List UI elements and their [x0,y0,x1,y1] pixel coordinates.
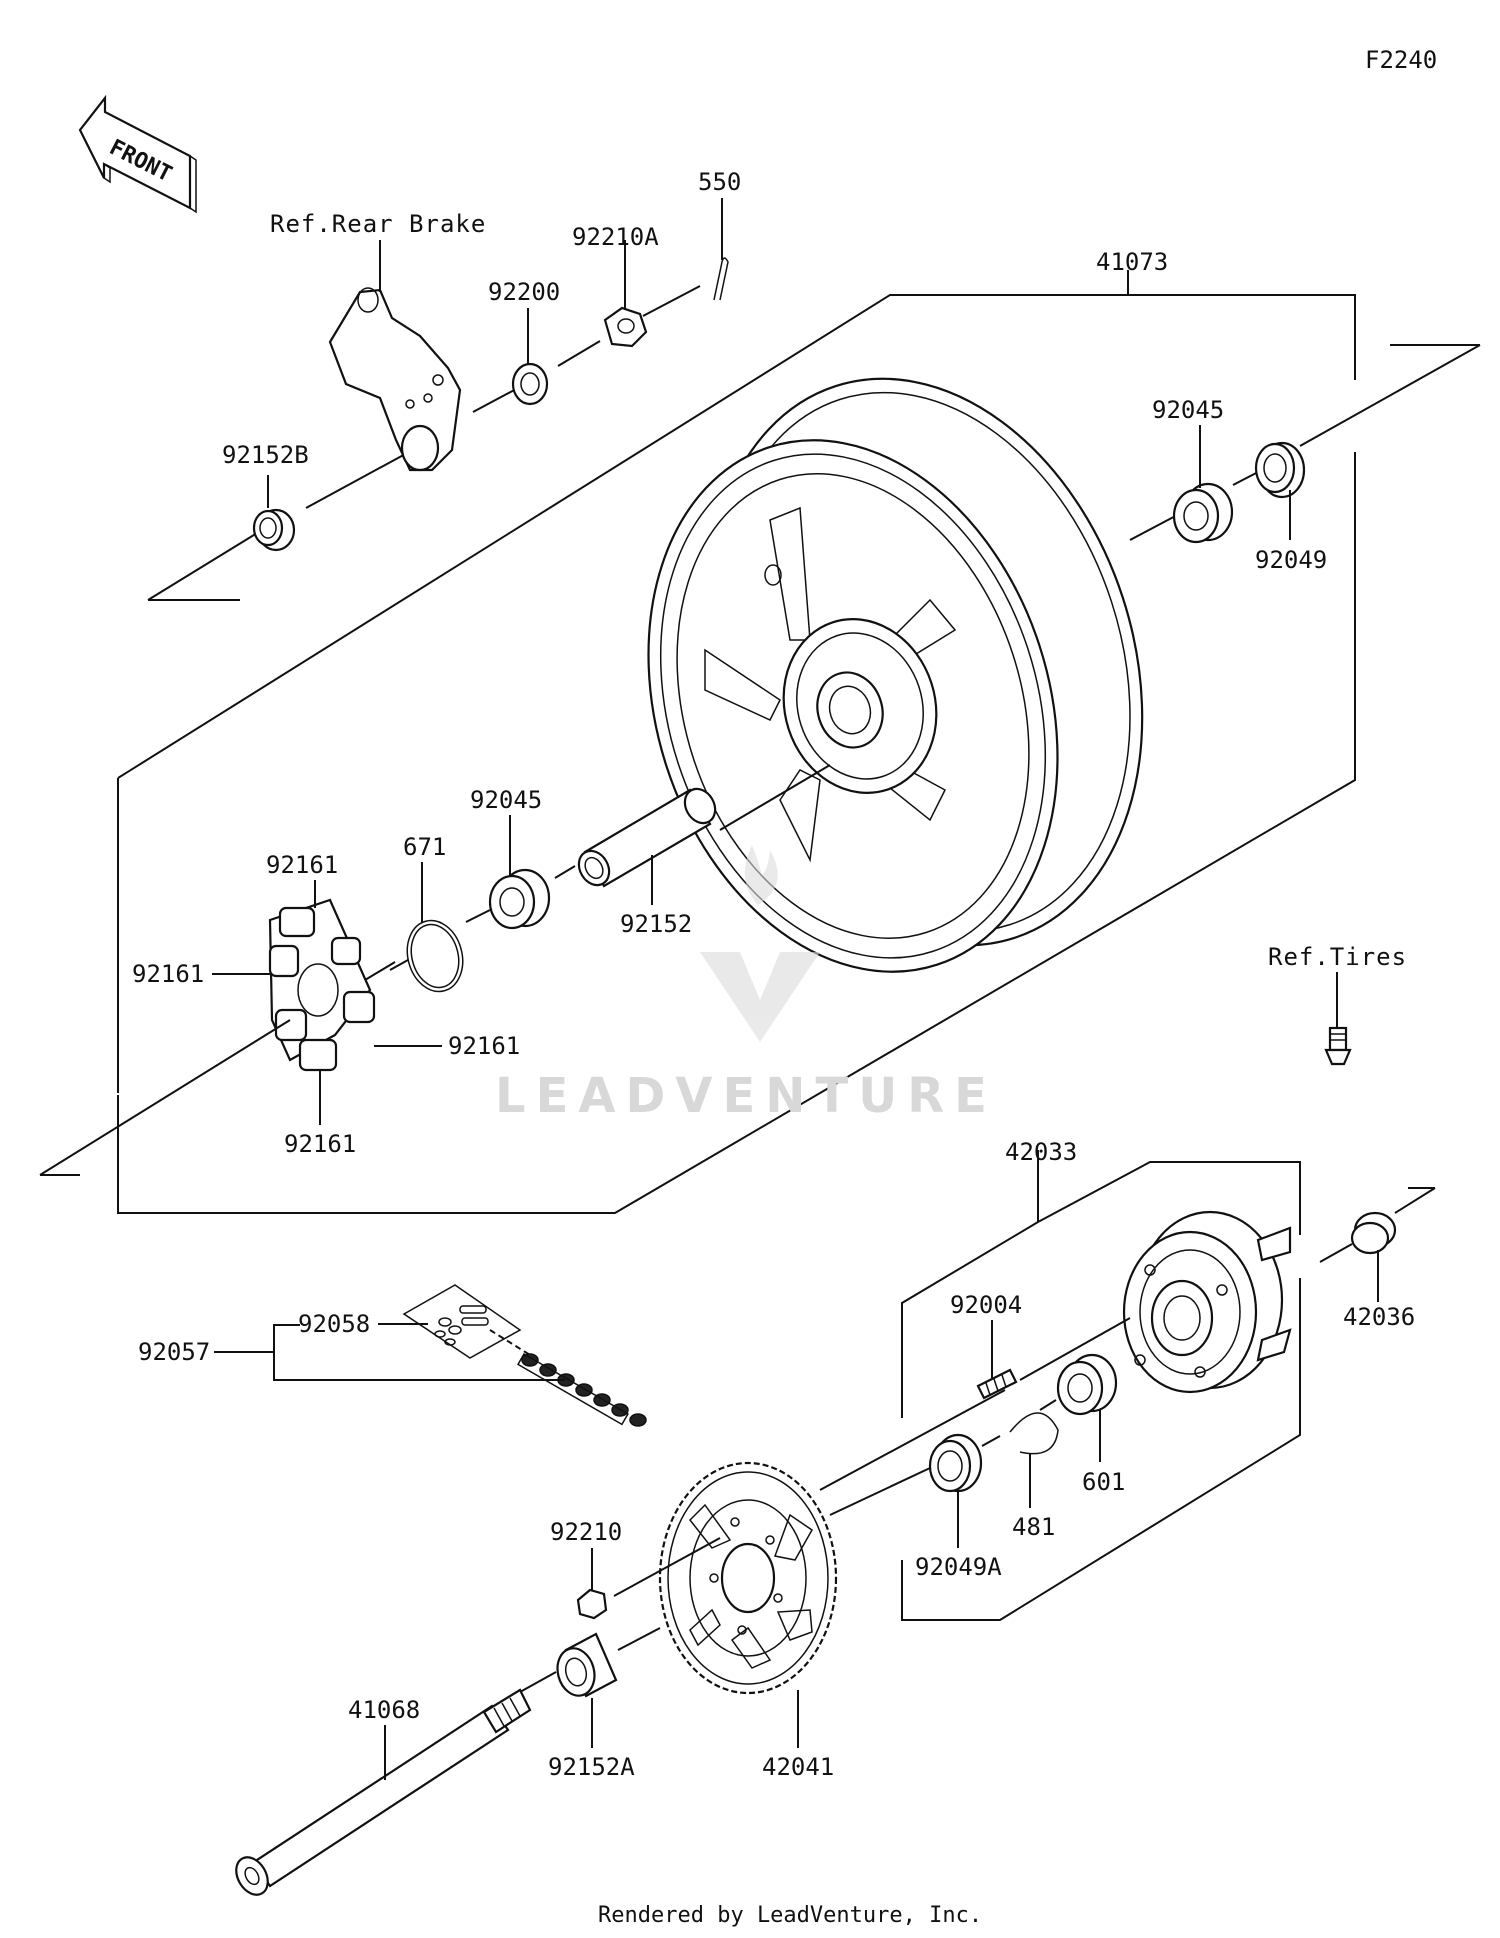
part-label-92200: 92200 [488,278,560,306]
part-label-92161-a: 92161 [266,851,338,879]
part-label-671: 671 [403,833,446,861]
part-label-92057: 92057 [138,1338,210,1366]
ref-rear-brake-label: Ref.Rear Brake [270,210,486,238]
part-label-481: 481 [1012,1513,1055,1541]
part-label-92161-d: 92161 [284,1130,356,1158]
part-label-42036: 42036 [1343,1303,1415,1331]
part-label-92210a: 92210A [572,223,659,251]
part-label-92161-c: 92161 [448,1032,520,1060]
sprocket-hub-42033-icon [819,1210,1292,1491]
part-label-42033: 42033 [1005,1138,1077,1166]
diagram-code: F2240 [1365,46,1437,74]
part-label-92152: 92152 [620,910,692,938]
washer-92200-icon [511,308,549,406]
wheel-group-frame [117,280,1356,1214]
part-label-41068: 41068 [348,1696,420,1724]
footer-credit: Rendered by LeadVenture, Inc. [598,1903,982,1928]
part-label-42041: 42041 [762,1753,834,1781]
part-label-601: 601 [1082,1468,1125,1496]
cotter-pin-550-icon [713,198,729,301]
part-label-550: 550 [698,168,741,196]
tire-valve-icon [1324,972,1352,1066]
part-label-92058: 92058 [298,1310,370,1338]
part-label-92152a: 92152A [548,1753,635,1781]
oring-671-icon [389,862,464,993]
part-label-92161-b: 92161 [132,960,204,988]
part-label-92049: 92049 [1255,546,1327,574]
part-label-92045-mid: 92045 [470,786,542,814]
drive-chain-92057-icon [214,1284,647,1427]
part-label-92152b: 92152B [222,441,309,469]
bearing-92045-mid-icon [465,815,551,930]
part-label-92049a: 92049A [915,1553,1002,1581]
nut-92210-icon [576,1537,721,1620]
circlip-481-icon [1009,1412,1059,1508]
rear-wheel-icon [647,377,1144,973]
axle-41068-icon [235,1688,532,1896]
part-label-92004: 92004 [950,1291,1022,1319]
collar-92152b-icon [252,475,296,552]
part-label-92210: 92210 [550,1518,622,1546]
watermark-text: LEADVENTURE [495,1068,997,1124]
part-label-92045-top: 92045 [1152,396,1224,424]
sprocket-42041-icon [658,1461,838,1748]
collar-92152a-icon [519,1627,661,1748]
bearing-92045-top-icon [1172,425,1234,544]
stud-92004-icon [976,1320,1018,1400]
part-label-41073: 41073 [1096,248,1168,276]
upper-axle-line [147,285,1481,601]
hub-group-frame [901,1150,1301,1621]
rear-brake-bracket-icon [328,240,462,472]
ref-tires-label: Ref.Tires [1268,943,1407,971]
seal-92049-icon [1254,441,1306,540]
bearing-601-icon [1039,1353,1118,1462]
spacer-tube-92152-icon [554,787,717,905]
nut-92210a-icon [603,240,648,348]
leadventure-watermark-logo [700,845,820,1042]
damper-92161-icon [39,880,442,1176]
seal-92049a-icon [829,1433,1001,1548]
cap-42036-icon [1319,1187,1436,1302]
front-arrow-icon: FRONT [78,94,197,214]
